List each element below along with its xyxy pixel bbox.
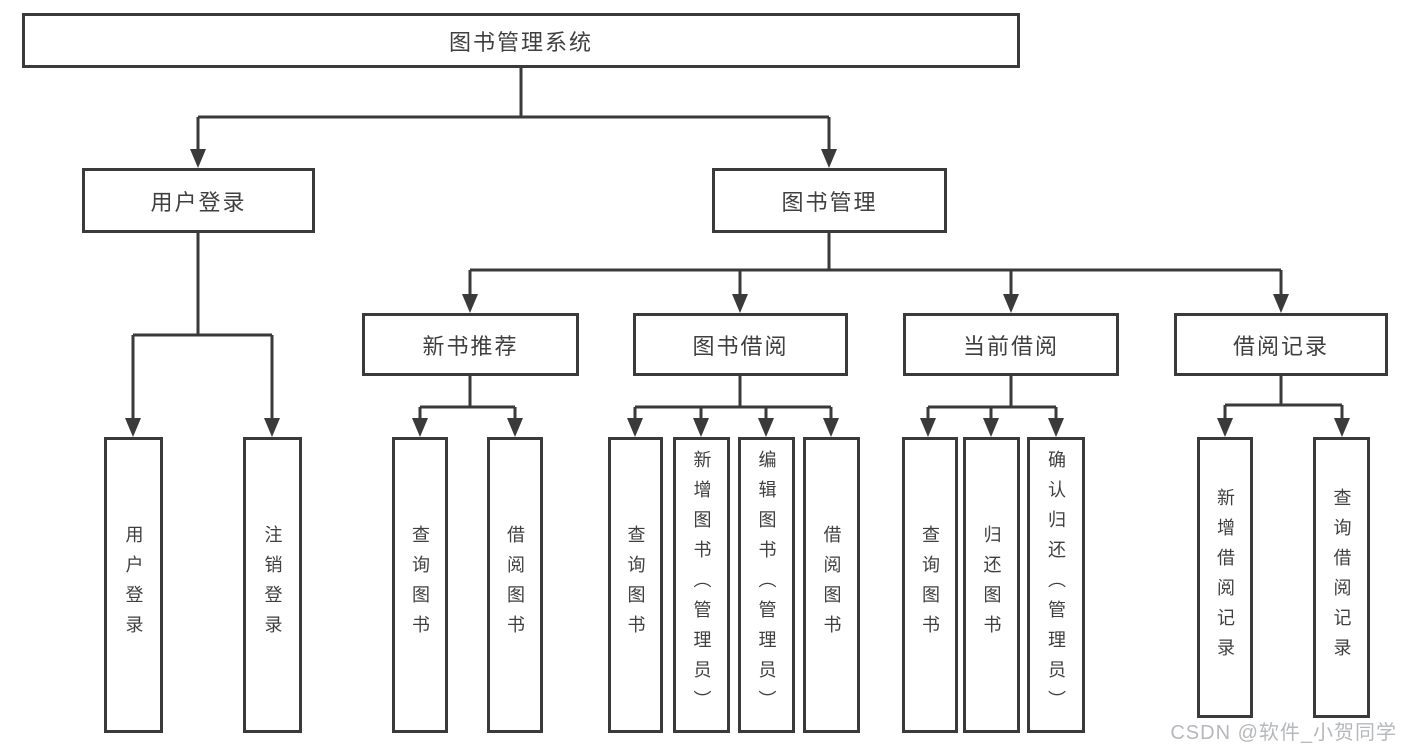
- arrow-down-icon: [732, 294, 748, 313]
- leaf-user-login: 用户登录: [104, 437, 163, 733]
- arrow-down-icon: [190, 149, 206, 168]
- leaf-query-borrowing-records: 查询借阅记录: [1313, 437, 1370, 718]
- node-label: 确认归还（管理员）: [1046, 450, 1066, 720]
- arrow-down-icon: [264, 418, 280, 437]
- csdn-watermark: CSDN @软件_小贺同学: [1170, 722, 1397, 744]
- node-label: 归还图书: [981, 525, 1002, 645]
- arrow-down-icon: [1273, 294, 1289, 313]
- leaf-return-books: 归还图书: [963, 437, 1020, 733]
- connector-userlogin-to-leaves: [125, 233, 280, 437]
- leaf-borrow-books: 借阅图书: [487, 437, 543, 733]
- leaf-confirm-return-admin: 确认归还（管理员）: [1027, 437, 1085, 733]
- arrow-down-icon: [1003, 294, 1019, 313]
- leaf-query-books: 查询图书: [392, 437, 448, 733]
- connector-records-to-leaves: [1217, 376, 1350, 437]
- connector-root-to-level2: [190, 68, 837, 168]
- node-label: 用户登录: [123, 525, 144, 645]
- node-book-borrowing: 图书借阅: [633, 313, 848, 376]
- node-label: 用户登录: [150, 189, 247, 215]
- node-label: 新书推荐: [422, 333, 519, 359]
- arrow-down-icon: [1334, 418, 1350, 437]
- node-label: 图书借阅: [692, 333, 789, 359]
- node-label: 新增图书（管理员）: [691, 450, 712, 720]
- leaf-borrow-books: 借阅图书: [803, 437, 860, 733]
- node-label: 注销登录: [262, 525, 283, 645]
- node-borrowing-records: 借阅记录: [1174, 313, 1388, 376]
- arrow-down-icon: [920, 418, 936, 437]
- arrow-down-icon: [627, 418, 643, 437]
- connector-borrow-to-leaves: [627, 376, 839, 437]
- arrow-down-icon: [823, 418, 839, 437]
- node-label: 借阅记录: [1232, 333, 1329, 359]
- node-label: 查询图书: [410, 525, 430, 645]
- arrow-down-icon: [1048, 418, 1064, 437]
- node-label: 查询图书: [625, 525, 646, 645]
- node-label: 当前借阅: [962, 333, 1059, 359]
- node-label: 新增借阅记录: [1215, 487, 1235, 668]
- arrow-down-icon: [758, 418, 774, 437]
- node-current-borrowing: 当前借阅: [903, 313, 1119, 376]
- node-label: 借阅图书: [505, 525, 525, 645]
- leaf-logout: 注销登录: [243, 437, 302, 733]
- leaf-query-books: 查询图书: [608, 437, 663, 733]
- leaf-add-books-admin: 新增图书（管理员）: [673, 437, 730, 733]
- connector-current-to-leaves: [920, 376, 1064, 437]
- leaf-query-books: 查询图书: [902, 437, 958, 733]
- leaf-add-borrowing-record: 新增借阅记录: [1197, 437, 1253, 718]
- node-user-login: 用户登录: [82, 168, 315, 233]
- arrow-down-icon: [412, 418, 428, 437]
- node-label: 图书管理系统: [448, 29, 593, 55]
- connector-newbook-to-leaves: [412, 376, 523, 437]
- node-label: 借阅图书: [821, 525, 842, 645]
- leaf-edit-books-admin: 编辑图书（管理员）: [738, 437, 795, 733]
- arrow-down-icon: [693, 418, 709, 437]
- arrow-down-icon: [462, 294, 478, 313]
- arrow-down-icon: [1217, 418, 1233, 437]
- connector-bookmgmt-to-level3: [462, 233, 1289, 313]
- arrow-down-icon: [507, 418, 523, 437]
- node-label: 查询借阅记录: [1331, 487, 1352, 668]
- node-library-management-system: 图书管理系统: [22, 13, 1020, 68]
- arrow-down-icon: [983, 418, 999, 437]
- node-label: 编辑图书（管理员）: [756, 450, 777, 720]
- node-label: 查询图书: [920, 525, 940, 645]
- arrow-down-icon: [821, 149, 837, 168]
- node-book-management: 图书管理: [712, 168, 947, 233]
- arrow-down-icon: [125, 418, 141, 437]
- node-label: 图书管理: [781, 189, 878, 215]
- node-new-book-recommendation: 新书推荐: [362, 313, 579, 376]
